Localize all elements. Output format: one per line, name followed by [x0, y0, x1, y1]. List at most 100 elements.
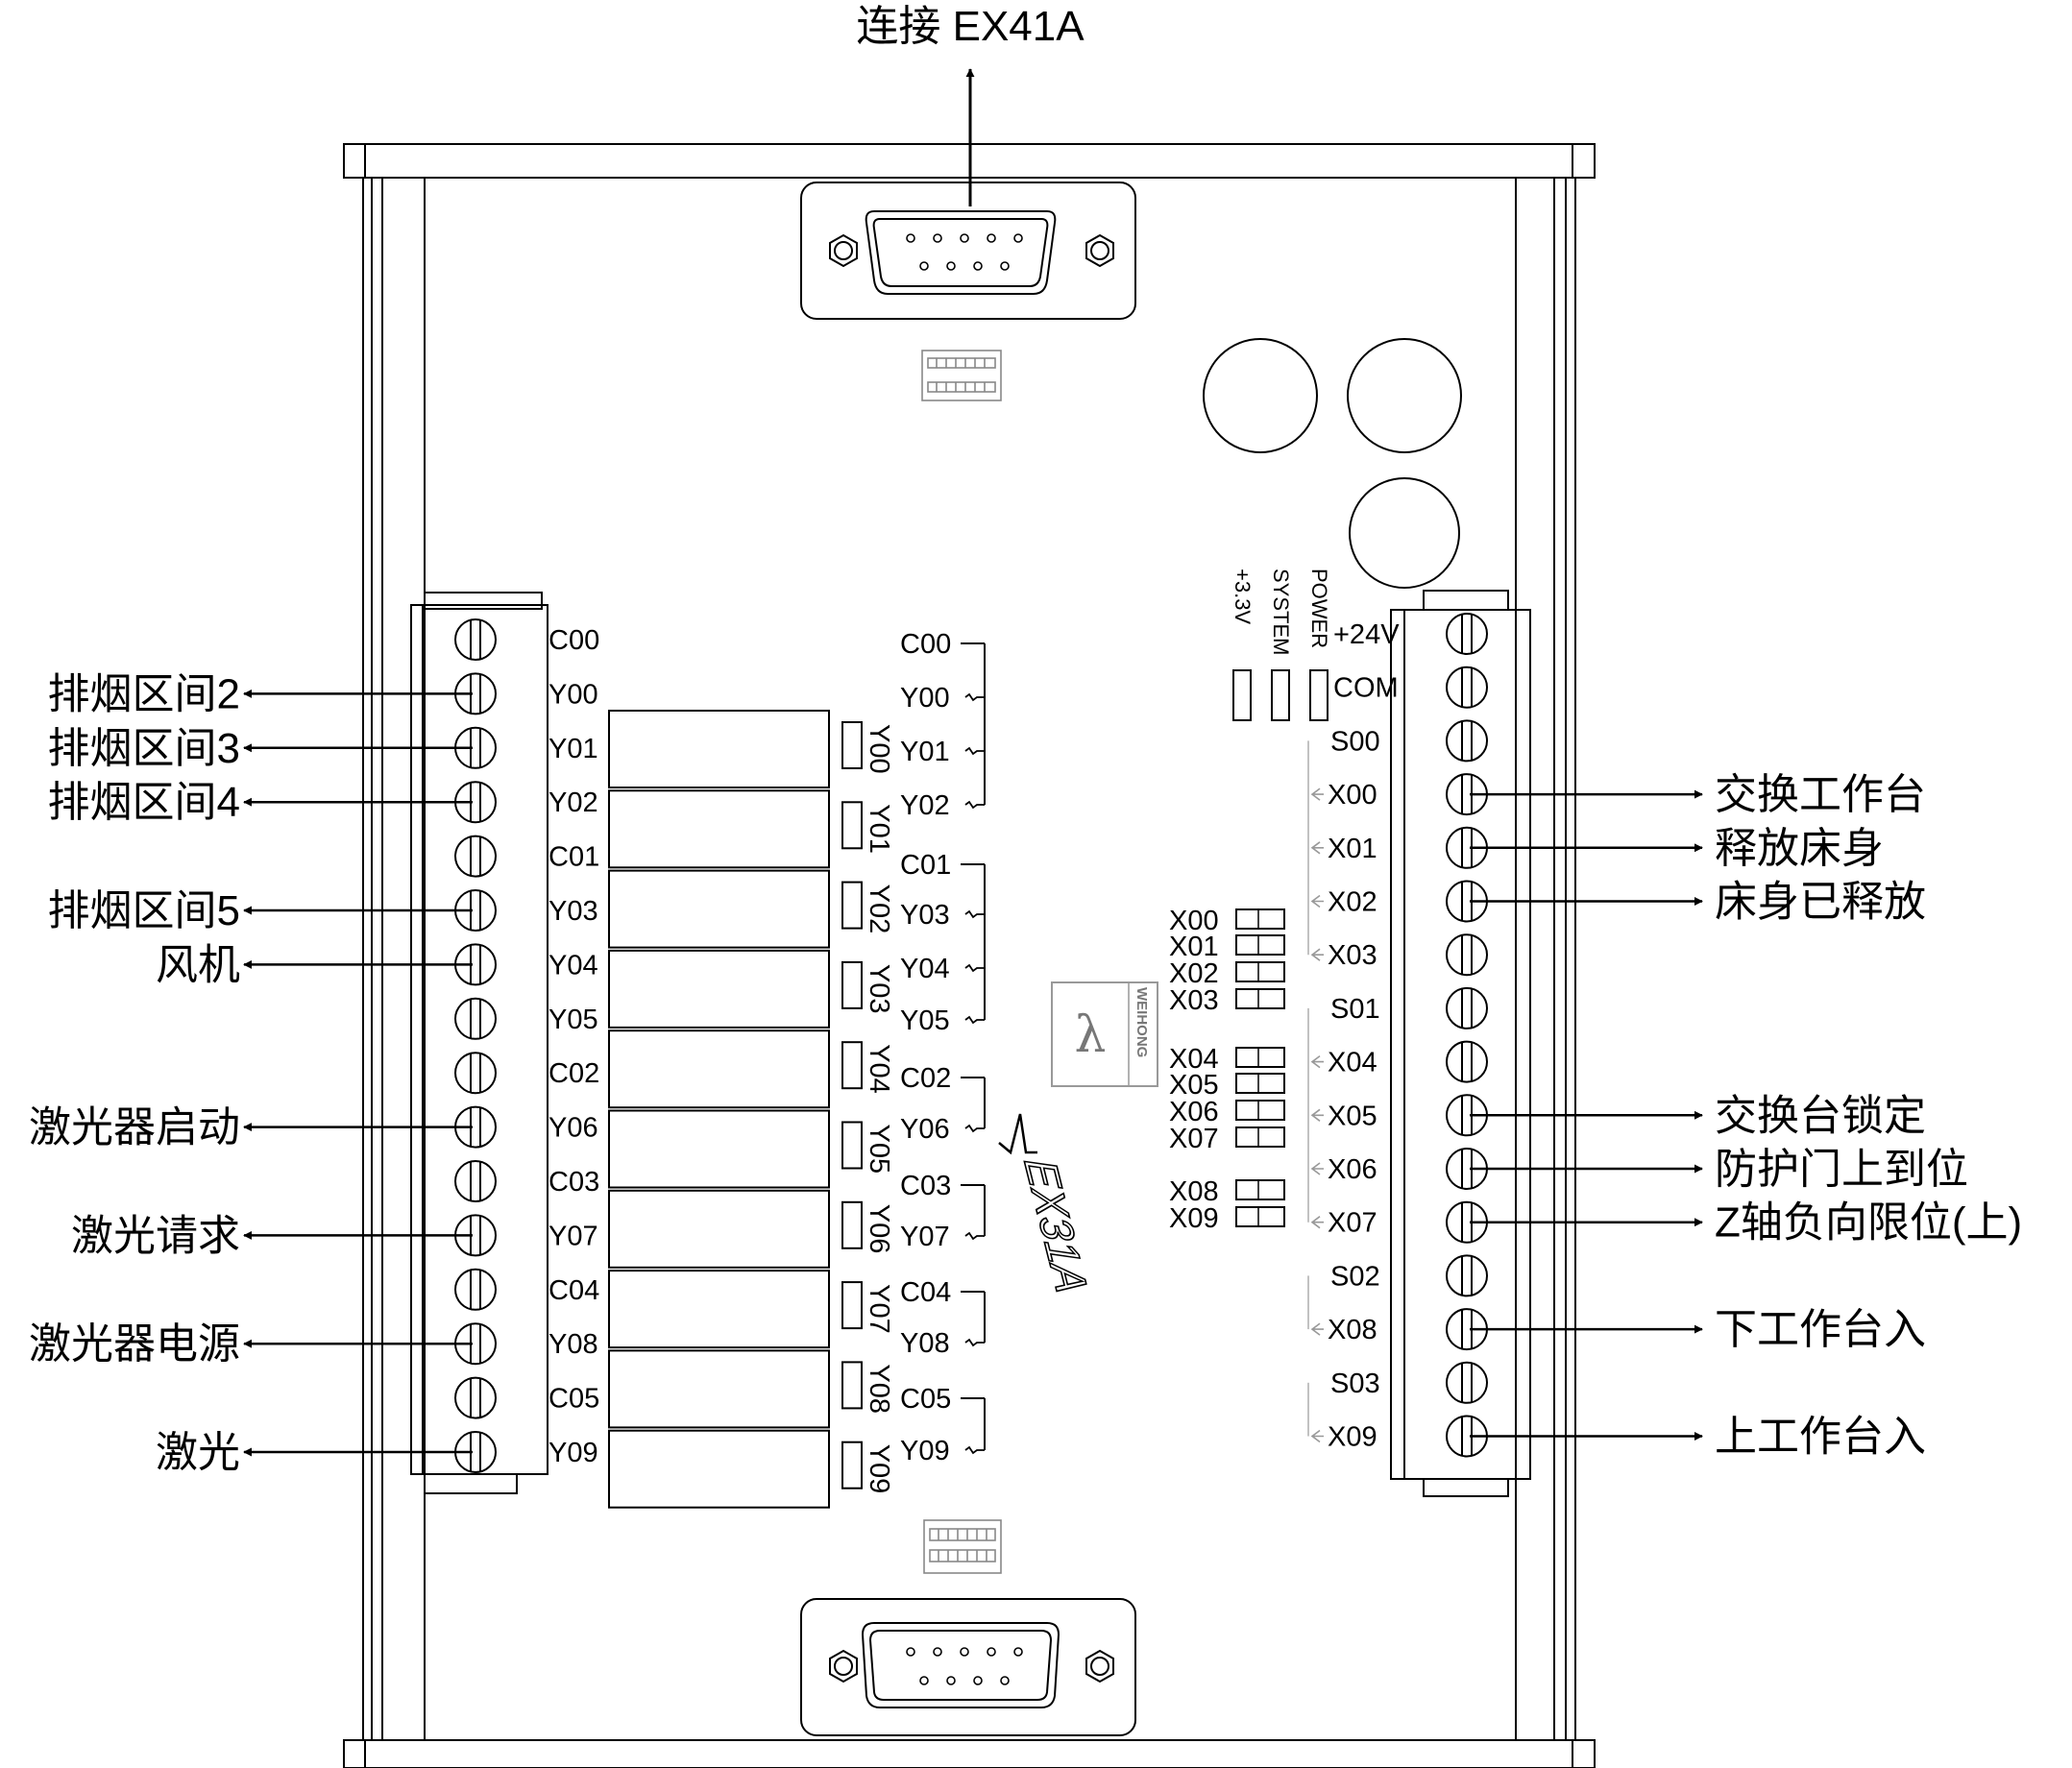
right-screw-1 [1446, 666, 1488, 709]
right-annotation-text: 防护门上到位 [1715, 1146, 1968, 1193]
left-annotation-text: 激光器电源 [29, 1320, 240, 1368]
left-annotation-text: 排烟区间3 [48, 725, 240, 772]
schematic-label: C03 [900, 1171, 951, 1201]
right-screw-14 [1446, 1361, 1488, 1404]
input-led-label: X01 [1169, 932, 1219, 962]
left-terminal-label: Y02 [548, 787, 598, 818]
input-led-label: X09 [1169, 1203, 1219, 1234]
left-terminal-label: Y08 [548, 1329, 598, 1360]
relay-led-label: Y07 [864, 1284, 894, 1334]
relay-led [841, 1041, 863, 1090]
left-terminal-label: Y09 [548, 1438, 598, 1468]
relay-led [841, 801, 863, 850]
schematic-label: Y00 [900, 683, 950, 714]
schematic-label: Y03 [900, 900, 950, 931]
input-led-label: X07 [1169, 1124, 1219, 1154]
schematic-label: Y07 [900, 1222, 950, 1252]
left-annotation-text: 风机 [156, 941, 240, 988]
top-connector-label: 连接 EX41A [856, 3, 1085, 50]
left-terminal-label: C04 [548, 1275, 599, 1306]
left-terminal-label: Y04 [548, 950, 598, 981]
input-led [1235, 908, 1285, 930]
right-terminal-screws [1446, 613, 1488, 1458]
right-annotation-text: 交换工作台 [1715, 771, 1926, 818]
ribbon-connector-top [921, 350, 1002, 401]
left-screw-0 [454, 618, 497, 661]
input-led [1235, 961, 1285, 982]
status-led-labels: +3.3V SYSTEM POWER [1231, 569, 1331, 655]
module-housing [343, 143, 1596, 1768]
relay-led [841, 1361, 863, 1410]
relay-led-label: Y00 [864, 724, 894, 774]
right-annotation-text: 床身已释放 [1715, 879, 1926, 926]
right-terminal-label: S00 [1330, 726, 1380, 757]
right-screw-2 [1446, 719, 1488, 763]
right-terminal-labels: +24VCOMS00X00X01X02X03S01X04X05X06X07S02… [1328, 619, 1400, 1453]
left-terminal-label: Y00 [548, 679, 598, 710]
relay [608, 1029, 830, 1109]
left-terminal-labels: C00Y00Y01Y02C01Y03Y04Y05C02Y06C03Y07C04Y… [548, 625, 599, 1468]
right-terminal-label: X06 [1328, 1154, 1377, 1185]
relay-led-label: Y01 [864, 804, 894, 854]
relay-led [841, 1441, 863, 1489]
input-led [1235, 1206, 1285, 1227]
schematic-label: C00 [900, 629, 951, 660]
left-annotation-text: 排烟区间5 [48, 887, 240, 934]
right-terminal-label: X07 [1328, 1208, 1377, 1239]
status-led-label: SYSTEM [1269, 569, 1293, 655]
input-led [1235, 1179, 1285, 1200]
relay [608, 1109, 830, 1189]
right-screw-0 [1446, 613, 1488, 655]
capacitors [1203, 338, 1462, 589]
input-led-label: X08 [1169, 1176, 1219, 1207]
relay-led [841, 1121, 863, 1170]
left-annotation-text: 激光器启动 [29, 1104, 240, 1151]
status-leds [1232, 669, 1329, 721]
input-led [1235, 1073, 1285, 1094]
status-led-label: POWER [1307, 569, 1331, 648]
left-screw-7 [454, 997, 497, 1040]
relay [608, 869, 830, 949]
right-terminal-block [1390, 590, 1531, 1497]
right-annotation-text: 上工作台入 [1715, 1414, 1926, 1461]
input-led-label: X06 [1169, 1097, 1219, 1127]
left-screw-10 [454, 1160, 497, 1202]
relay-led-label: Y09 [864, 1444, 894, 1494]
schematic-label: Y08 [900, 1328, 950, 1359]
relay [608, 1349, 830, 1429]
right-terminal-label: X04 [1328, 1048, 1377, 1078]
left-screw-4 [454, 835, 497, 878]
left-terminal-label: Y03 [548, 896, 598, 927]
left-terminal-label: Y07 [548, 1221, 598, 1251]
left-terminal-label: C03 [548, 1167, 599, 1198]
right-terminal-label: X02 [1328, 887, 1377, 918]
input-led-label: X02 [1169, 958, 1219, 989]
relay [608, 1189, 830, 1269]
brand-text: WEIHONG [1134, 987, 1150, 1057]
ribbon-connector-bottom [923, 1519, 1002, 1574]
right-terminal-label: X01 [1328, 834, 1377, 864]
relay [608, 1270, 830, 1349]
schematic-label: Y05 [900, 1005, 950, 1036]
input-led [1235, 1100, 1285, 1121]
relay [608, 1429, 830, 1509]
left-terminal-label: C00 [548, 625, 599, 656]
left-terminal-label: C02 [548, 1058, 599, 1089]
schematic-label: C04 [900, 1277, 951, 1308]
model-signature: EX31A [998, 1113, 1099, 1295]
status-led-label: +3.3V [1231, 569, 1255, 624]
schematic-label: C01 [900, 850, 951, 881]
left-annotation-text: 激光请求 [71, 1212, 240, 1259]
relay-led [841, 1200, 863, 1249]
right-screw-12 [1446, 1254, 1488, 1297]
schematic-label: C05 [900, 1384, 951, 1415]
relay-led-label: Y08 [864, 1364, 894, 1414]
relay-led [841, 881, 863, 930]
input-led-label: X03 [1169, 985, 1219, 1016]
left-annotation-text: 激光 [156, 1429, 240, 1476]
left-annotation-text: 排烟区间4 [48, 779, 240, 826]
right-screw-8 [1446, 1040, 1488, 1083]
